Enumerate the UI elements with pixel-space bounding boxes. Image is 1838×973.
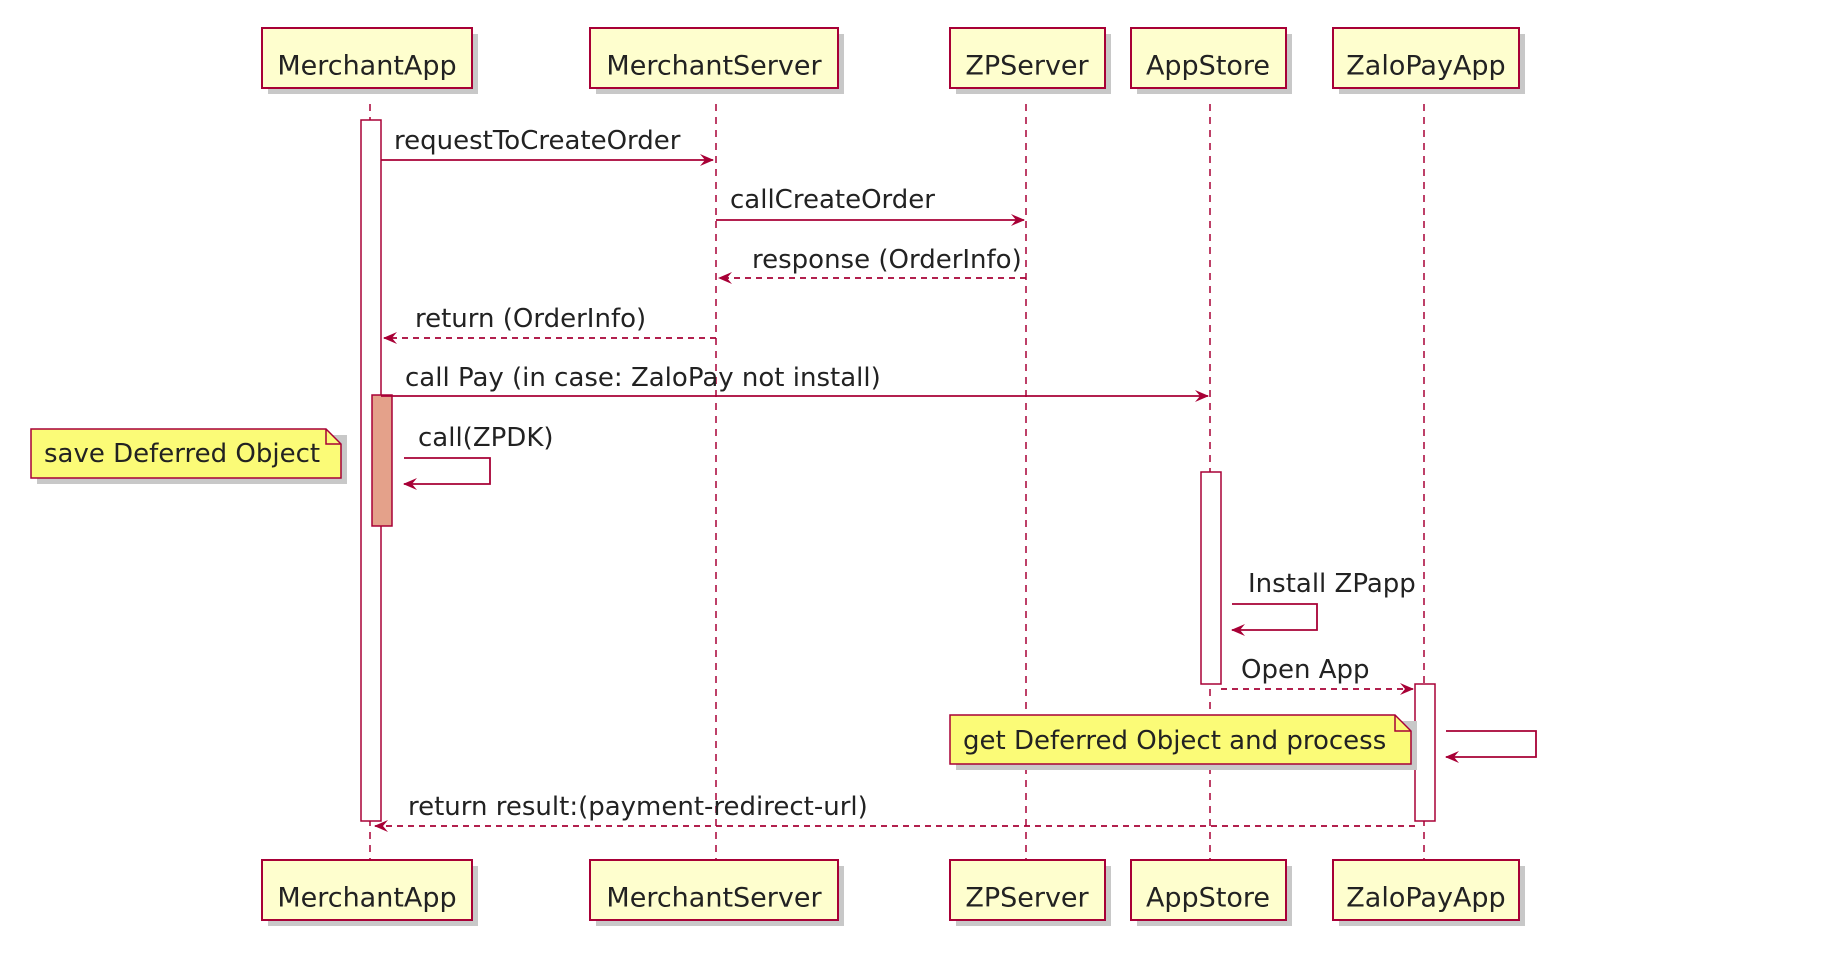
message-call-zpdk: call(ZPDK) xyxy=(403,423,554,490)
participants-bottom: MerchantApp MerchantServer ZPServer AppS… xyxy=(261,859,1525,926)
message-label: return (OrderInfo) xyxy=(415,304,646,334)
participant-app-store-bottom: AppStore xyxy=(1130,859,1292,926)
message-label: call Pay (in case: ZaloPay not install) xyxy=(405,363,881,393)
message-label: call(ZPDK) xyxy=(418,423,554,453)
activation-zalopay-app xyxy=(1414,683,1436,822)
participant-merchant-app-bottom: MerchantApp xyxy=(261,859,478,926)
activation-app-store xyxy=(1200,471,1222,685)
participants-top: MerchantApp MerchantServer ZPServer AppS… xyxy=(261,27,1525,94)
participant-label: MerchantServer xyxy=(606,883,822,914)
participant-zalopay-app-bottom: ZaloPayApp xyxy=(1332,859,1525,926)
participant-label: ZaloPayApp xyxy=(1346,51,1505,82)
participant-merchant-server-bottom: MerchantServer xyxy=(589,859,844,926)
message-arrow xyxy=(403,457,491,490)
participant-label: AppStore xyxy=(1146,883,1270,914)
message-request-to-create-order: requestToCreateOrder xyxy=(381,126,714,166)
participant-merchant-app-top: MerchantApp xyxy=(261,27,478,94)
message-label: return result:(payment-redirect-url) xyxy=(408,792,868,822)
participant-label: MerchantApp xyxy=(277,883,456,914)
message-open-app: Open App xyxy=(1221,655,1414,695)
participant-label: AppStore xyxy=(1146,51,1270,82)
note-label: get Deferred Object and process xyxy=(963,726,1386,756)
message-call-create-order: callCreateOrder xyxy=(716,185,1025,226)
message-return-order-info: return (OrderInfo) xyxy=(383,304,716,344)
activation-merchant-app-zpdk xyxy=(371,394,393,527)
participant-app-store-top: AppStore xyxy=(1130,27,1292,94)
message-call-pay: call Pay (in case: ZaloPay not install) xyxy=(381,363,1209,402)
participant-label: ZPServer xyxy=(965,51,1089,82)
note-save-deferred: save Deferred Object xyxy=(30,428,347,484)
participant-zp-server-top: ZPServer xyxy=(949,27,1111,94)
message-response-order-info: response (OrderInfo) xyxy=(718,245,1026,284)
message-zalopay-self xyxy=(1445,730,1537,763)
messages: requestToCreateOrder callCreateOrder res… xyxy=(374,126,1537,832)
notes: save Deferred Object get Deferred Object… xyxy=(30,428,1417,770)
participant-zalopay-app-top: ZaloPayApp xyxy=(1332,27,1525,94)
message-return-result: return result:(payment-redirect-url) xyxy=(374,792,1415,832)
message-arrow xyxy=(1231,603,1318,636)
message-label: callCreateOrder xyxy=(730,185,935,215)
participant-zp-server-bottom: ZPServer xyxy=(949,859,1111,926)
message-install-zpapp: Install ZPapp xyxy=(1231,569,1416,636)
participant-label: MerchantServer xyxy=(606,51,822,82)
participant-label: ZaloPayApp xyxy=(1346,883,1505,914)
message-label: Install ZPapp xyxy=(1248,569,1416,599)
message-label: requestToCreateOrder xyxy=(394,126,681,156)
participant-label: ZPServer xyxy=(965,883,1089,914)
note-label: save Deferred Object xyxy=(44,439,320,469)
participant-label: MerchantApp xyxy=(277,51,456,82)
message-label: Open App xyxy=(1241,655,1370,685)
note-get-deferred: get Deferred Object and process xyxy=(949,714,1417,770)
participant-merchant-server-top: MerchantServer xyxy=(589,27,844,94)
message-label: response (OrderInfo) xyxy=(752,245,1022,275)
message-arrow xyxy=(1445,730,1537,763)
